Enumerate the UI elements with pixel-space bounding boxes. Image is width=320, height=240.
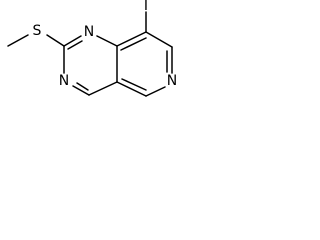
- bond-c4a-c4: [88, 81, 118, 96]
- bond-c5-c4a-double: [121, 78, 147, 91]
- bond-s-c2: [46, 34, 65, 47]
- atom-label-sulfur: S: [33, 23, 42, 39]
- bond-c4-n3: [72, 85, 90, 96]
- bond-c2-n1-double: [67, 40, 83, 50]
- atom-label-n3: N: [59, 73, 69, 89]
- bond-n1-c8a: [96, 35, 118, 47]
- bond-n6-c5: [145, 86, 166, 97]
- atom-label-iodine: I: [144, 0, 148, 14]
- bond-c8a-c8-double: [120, 37, 147, 51]
- bond-c2-n1: [63, 35, 82, 47]
- bond-c4-n3-double: [76, 82, 89, 91]
- molecule-structure: I S N N N: [7, 0, 177, 97]
- bond-c5-c4a: [116, 81, 147, 97]
- bond-c8a-c8: [116, 31, 147, 47]
- bond-methyl-s: [7, 34, 29, 47]
- bond-c8-c7: [145, 31, 173, 48]
- atom-label-n6: N: [167, 73, 177, 89]
- atom-label-n1: N: [84, 24, 94, 40]
